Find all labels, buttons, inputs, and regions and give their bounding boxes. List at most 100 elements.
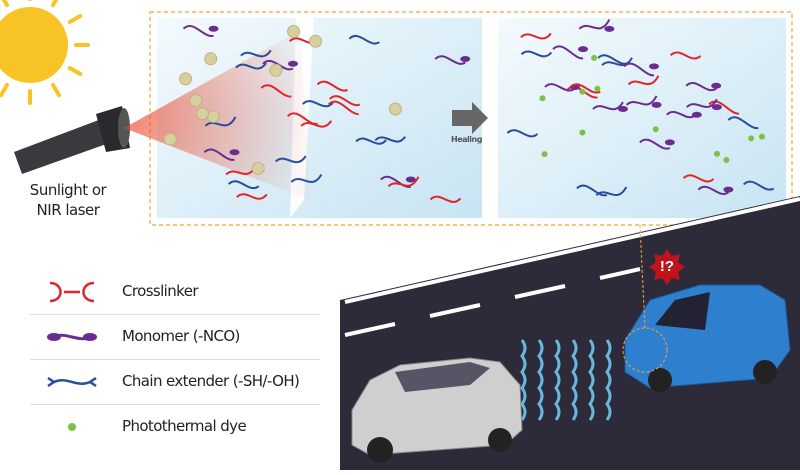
photothermal-dye-dot	[539, 95, 546, 102]
polymer-chain	[552, 45, 584, 60]
polymer-chain	[544, 83, 576, 92]
legend-item-photothermal-dye: Photothermal dye	[30, 405, 320, 449]
photothermal-dye-dot	[723, 157, 730, 164]
polymer-chain	[669, 51, 702, 60]
silver-car	[351, 357, 523, 463]
photothermal-dye-dot	[195, 107, 209, 121]
legend-item-monomer: Monomer (-NCO)	[30, 315, 320, 360]
healed-network-panel	[498, 18, 786, 218]
photothermal-dye-dot	[652, 126, 659, 133]
photothermal-dye-dot	[163, 132, 177, 146]
polymer-chain	[623, 62, 655, 77]
dye-dot-icon	[68, 423, 76, 431]
lane-markings	[344, 197, 800, 337]
photothermal-dye-dot	[591, 54, 598, 61]
source-label-line1: Sunlight or	[29, 181, 107, 199]
polymer-chain	[274, 155, 307, 164]
monomer-mark	[651, 101, 662, 108]
polymer-chain	[387, 176, 420, 188]
polymer-chain	[355, 137, 387, 145]
legend-label: Chain extender (-SH/-OH)	[122, 372, 300, 390]
photothermal-dye-dot	[309, 34, 323, 48]
polymer-chain	[348, 35, 380, 45]
polymer-network	[163, 19, 775, 203]
polymer-chain	[727, 116, 759, 130]
monomer-mark	[617, 106, 628, 113]
polymer-chain	[520, 32, 552, 40]
polymer-chain	[429, 195, 462, 203]
photothermal-dye-dot	[251, 161, 265, 175]
polymer-chain	[228, 180, 260, 189]
monomer-mark	[229, 149, 240, 156]
monomer-mark	[691, 111, 702, 118]
polymer-chain	[625, 95, 658, 106]
photothermal-dye-dot	[206, 109, 220, 123]
blue-car	[622, 224, 791, 392]
polymer-chain	[236, 193, 268, 200]
polymer-chain	[520, 50, 553, 58]
polymer-chain	[434, 55, 466, 65]
monomer-mark	[287, 60, 298, 67]
polymer-chain	[506, 129, 539, 138]
monomer-mark	[664, 139, 675, 146]
polymer-chain	[592, 101, 624, 111]
photothermal-dye-dot	[388, 102, 402, 116]
polymer-chain	[697, 185, 729, 195]
monomer-mark	[649, 63, 660, 70]
polymer-chain	[595, 186, 628, 197]
polymer-chain	[327, 100, 359, 116]
legend-item-chain-extender: Chain extender (-SH/-OH)	[30, 360, 320, 405]
monomer-mark	[711, 104, 722, 111]
legend-label: Monomer (-NCO)	[122, 327, 240, 345]
crosslinker-icon	[49, 281, 95, 303]
monomer-icon	[47, 333, 97, 341]
polymer-chain	[682, 174, 715, 183]
photothermal-dye-dot	[179, 72, 193, 86]
monomer-mark	[460, 56, 471, 63]
monomer-mark	[208, 25, 219, 32]
monomer-mark	[405, 176, 416, 183]
polymer-chain	[627, 75, 660, 86]
polymer-chain	[182, 25, 214, 37]
alert-label: !?	[659, 258, 675, 275]
polymer-chain	[569, 83, 601, 94]
light-source-label: Sunlight or NIR laser	[8, 180, 128, 220]
polymer-chain	[576, 184, 608, 197]
polymer-chain	[240, 49, 272, 58]
polymer-chain	[708, 100, 740, 115]
polymer-chain	[639, 138, 671, 150]
photothermal-dye-dot	[269, 63, 283, 77]
chain-extender-icon	[47, 376, 97, 388]
monomer-mark	[578, 46, 589, 53]
photothermal-dye-dot	[714, 150, 721, 157]
polymer-chain	[302, 100, 334, 108]
healing-label: Healing	[451, 135, 482, 144]
polymer-chain	[286, 112, 318, 125]
polymer-chain	[578, 19, 611, 30]
flashlight-icon	[14, 106, 130, 174]
photothermal-dye-dot	[541, 151, 548, 158]
polymer-chain	[203, 148, 235, 161]
photothermal-dye-dot	[579, 88, 586, 95]
sensor-waves	[520, 339, 612, 421]
healing-arrow-icon	[452, 102, 488, 134]
polymer-chain	[316, 80, 348, 92]
polymer-chain	[300, 120, 333, 128]
polymer-chain	[380, 175, 412, 188]
alert-burst-icon	[649, 249, 685, 285]
sun-icon	[0, 0, 90, 105]
polymer-chain	[742, 180, 775, 191]
monomer-mark	[723, 186, 734, 193]
photothermal-dye-dot	[748, 135, 755, 142]
legend-item-crosslinker: Crosslinker	[30, 270, 320, 315]
monomer-mark	[604, 25, 615, 32]
legend-label: Crosslinker	[122, 282, 199, 300]
polymer-chain	[260, 84, 292, 98]
polymer-chain	[686, 98, 718, 108]
monomer-mark	[711, 82, 722, 89]
photothermal-dye-dot	[758, 133, 765, 140]
polymer-chain	[329, 95, 361, 107]
polymer-chain	[374, 136, 407, 143]
photothermal-dye-dot	[287, 24, 301, 38]
